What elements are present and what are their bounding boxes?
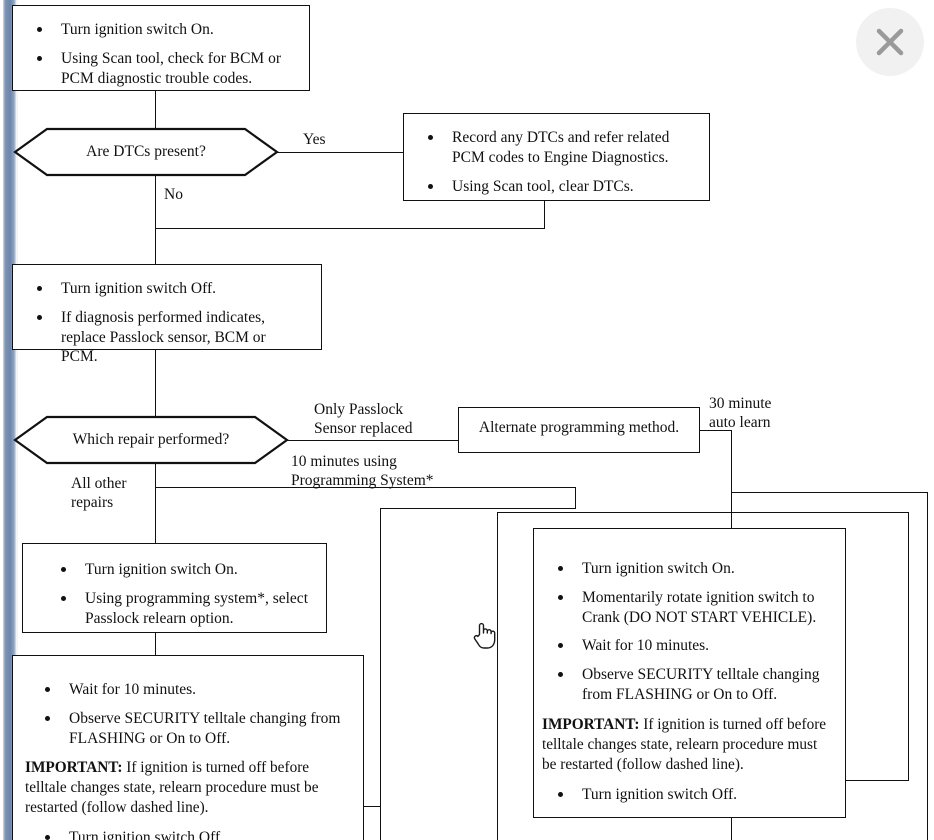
connector-10min-to-frame — [380, 508, 576, 509]
edge-label-no: No — [164, 186, 183, 203]
box-auto-learn-list-bottom: Turn ignition switch Off. — [552, 785, 829, 805]
connector-30min-down — [731, 430, 732, 530]
connector-box3-to-decision2 — [155, 350, 156, 418]
box-alternate-method: Alternate programming method. — [458, 407, 700, 453]
connector-inner-frame-right — [908, 512, 909, 780]
decision-label: Are DTCs present? — [86, 143, 206, 160]
connector-outer-frame-right — [927, 492, 928, 840]
close-icon — [876, 28, 904, 56]
list-item: Wait for 10 minutes. — [39, 680, 345, 700]
list-item: Momentarily rotate ignition switch to Cr… — [552, 588, 829, 628]
box-auto-learn-content: Turn ignition switch On. Momentarily rot… — [534, 529, 845, 804]
connector-all-other-down — [155, 463, 156, 543]
connector-yes-branch — [277, 152, 404, 153]
connector-no-branch — [155, 175, 156, 265]
list-item: Turn ignition switch On. — [55, 560, 310, 580]
box-auto-learn-right: Turn ignition switch On. Momentarily rot… — [533, 528, 846, 818]
pointing-hand-cursor — [473, 622, 496, 649]
decision-shape — [13, 127, 279, 177]
note-text: If ignition is turned off before telltal… — [25, 759, 319, 817]
connector-record-left — [155, 228, 545, 229]
list-item: If diagnosis performed indicates, replac… — [31, 308, 305, 367]
connector-10min-right — [155, 487, 575, 488]
scan-edge-highlight — [16, 0, 18, 840]
connector-outer-frame-top — [731, 492, 928, 493]
connector-start-to-decision1 — [155, 91, 156, 130]
close-button[interactable] — [856, 8, 924, 76]
edge-label-all-other-repairs: All other repairs — [71, 475, 127, 512]
box-auto-learn-list-top: Turn ignition switch On. Momentarily rot… — [552, 559, 829, 705]
edge-label-thirty-minute: 30 minute auto learn — [709, 395, 772, 432]
box-record-dtcs-list: Record any DTCs and refer related PCM co… — [404, 114, 709, 208]
box-wait-left-note: IMPORTANT: If ignition is turned off bef… — [25, 758, 345, 818]
scan-edge-strip — [3, 0, 16, 840]
note-label: IMPORTANT: — [542, 715, 640, 733]
edge-label-only-passlock: Only Passlock Sensor replaced — [314, 401, 413, 438]
list-item: Observe SECURITY telltale changing from … — [552, 665, 829, 705]
connector-inner-frame-top — [497, 512, 909, 513]
decision-dtcs-present: Are DTCs present? — [13, 127, 279, 177]
connector-prog-to-wait — [155, 633, 156, 655]
connector-only-passlock — [287, 440, 459, 441]
list-item: Turn ignition switch Off. — [39, 828, 345, 840]
box-auto-learn-note: IMPORTANT: If ignition is turned off bef… — [542, 715, 829, 775]
connector-inner-frame-bottom — [846, 780, 909, 781]
box-record-dtcs: Record any DTCs and refer related PCM co… — [403, 113, 710, 201]
box-alternate-method-text: Alternate programming method. — [478, 419, 680, 436]
list-item: Turn ignition switch On. — [31, 20, 293, 40]
connector-10min-down — [575, 487, 576, 508]
list-item: Turn ignition switch On. — [552, 559, 829, 579]
box-wait-ten-minutes-left: Wait for 10 minutes. Observe SECURITY te… — [12, 655, 364, 840]
list-item: Wait for 10 minutes. — [552, 636, 829, 656]
list-item: Turn ignition switch Off. — [31, 279, 305, 299]
box-turn-off-replace-list: Turn ignition switch Off. If diagnosis p… — [13, 265, 321, 379]
decision-label: Which repair performed? — [72, 431, 230, 448]
list-item: Using programming system*, select Passlo… — [55, 589, 310, 629]
list-item: Observe SECURITY telltale changing from … — [39, 709, 345, 749]
connector-left-frame-right — [380, 508, 381, 840]
box-wait-left-list-bottom: Turn ignition switch Off. — [39, 828, 345, 840]
note-label: IMPORTANT: — [25, 759, 123, 777]
decision-shape — [13, 415, 289, 465]
note-text: If ignition is turned off before telltal… — [542, 715, 827, 773]
connector-inner-frame-left — [497, 512, 498, 840]
connector-right-box-bottom — [731, 818, 732, 840]
box-wait-left-content: Wait for 10 minutes. Observe SECURITY te… — [13, 656, 363, 840]
box-programming-system-list: Turn ignition switch On. Using programmi… — [23, 546, 326, 640]
list-item: Using Scan tool, check for BCM or PCM di… — [31, 49, 293, 89]
box-programming-system: Turn ignition switch On. Using programmi… — [22, 543, 327, 633]
box-turn-off-replace: Turn ignition switch Off. If diagnosis p… — [12, 264, 322, 365]
list-item: Turn ignition switch Off. — [552, 785, 829, 805]
box-start: Turn ignition switch On. Using Scan tool… — [12, 5, 310, 91]
edge-label-ten-minutes: 10 minutes using Programming System* — [291, 453, 434, 490]
list-item: Record any DTCs and refer related PCM co… — [422, 128, 693, 168]
box-start-list: Turn ignition switch On. Using Scan tool… — [13, 6, 309, 100]
connector-30min-right — [700, 430, 732, 431]
box-wait-left-list-top: Wait for 10 minutes. Observe SECURITY te… — [39, 680, 345, 748]
edge-label-yes: Yes — [303, 131, 326, 148]
list-item: Using Scan tool, clear DTCs. — [422, 177, 693, 197]
connector-record-down — [544, 201, 545, 228]
decision-which-repair: Which repair performed? — [13, 415, 289, 465]
